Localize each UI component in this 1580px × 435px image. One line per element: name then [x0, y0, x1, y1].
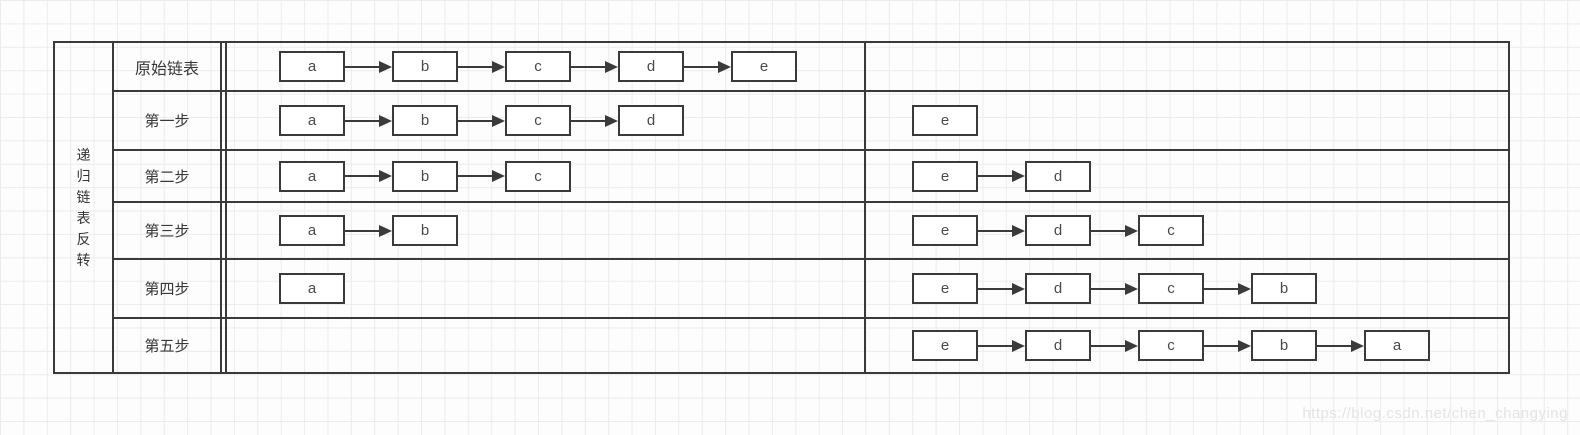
arrow-right-icon [978, 273, 1025, 304]
left-chain-cell: a b c [225, 151, 866, 201]
right-chain-cell [866, 43, 1508, 90]
left-chain-cell: a b c d [225, 92, 866, 149]
arrow-right-icon [1091, 273, 1138, 304]
row-label: 第五步 [114, 319, 222, 372]
node-box-d: d [618, 105, 684, 136]
node-box-e: e [912, 330, 978, 361]
node-box-e: e [731, 51, 797, 82]
node-box-d: d [1025, 273, 1091, 304]
watermark: https://blog.csdn.net/chen_changying [1302, 405, 1568, 422]
node-box-d: d [1025, 215, 1091, 246]
arrow-right-icon [345, 215, 392, 246]
arrow-right-icon [571, 105, 618, 136]
node-box-b: b [392, 160, 458, 192]
table-row: 第五步 e d c b a [114, 319, 1508, 372]
table-row: 第一步 a b c d e [114, 92, 1508, 151]
left-chain-cell: a b c d e [225, 43, 866, 90]
arrow-right-icon [1204, 273, 1251, 304]
arrow-right-icon [345, 51, 392, 82]
node-box-c: c [1138, 330, 1204, 361]
arrow-right-icon [458, 105, 505, 136]
node-box-c: c [505, 160, 571, 192]
node-box-e: e [912, 215, 978, 246]
node-box-a: a [1364, 330, 1430, 361]
node-box-d: d [1025, 160, 1091, 192]
node-box-e: e [912, 160, 978, 192]
arrow-right-icon [1317, 330, 1364, 361]
arrow-right-icon [684, 51, 731, 82]
row-label: 第三步 [114, 203, 222, 258]
table-row: 第四步 a e d c b [114, 260, 1508, 319]
left-chain-cell [225, 319, 866, 372]
node-box-d: d [618, 51, 684, 82]
arrow-right-icon [458, 161, 505, 192]
node-box-a: a [279, 273, 345, 304]
row-label: 原始链表 [114, 43, 222, 90]
node-box-d: d [1025, 330, 1091, 361]
arrow-right-icon [458, 51, 505, 82]
arrow-right-icon [1091, 330, 1138, 361]
arrow-right-icon [1204, 330, 1251, 361]
node-box-b: b [392, 215, 458, 246]
arrow-right-icon [345, 161, 392, 192]
side-header-cell: 递 归 链 表 反 转 [55, 43, 114, 372]
arrow-right-icon [978, 330, 1025, 361]
arrow-right-icon [571, 51, 618, 82]
node-box-b: b [1251, 273, 1317, 304]
right-chain-cell: e [866, 92, 1508, 149]
node-box-e: e [912, 105, 978, 136]
arrow-right-icon [978, 215, 1025, 246]
arrow-right-icon [1091, 215, 1138, 246]
node-box-a: a [279, 160, 345, 192]
arrow-right-icon [978, 161, 1025, 192]
node-box-c: c [505, 105, 571, 136]
node-box-a: a [279, 51, 345, 82]
node-box-c: c [1138, 273, 1204, 304]
node-box-a: a [279, 215, 345, 246]
node-box-e: e [912, 273, 978, 304]
node-box-b: b [392, 51, 458, 82]
arrow-right-icon [345, 105, 392, 136]
left-chain-cell: a [225, 260, 866, 317]
side-label: 递 归 链 表 反 转 [76, 146, 91, 268]
node-box-a: a [279, 105, 345, 136]
node-box-b: b [1251, 330, 1317, 361]
node-box-b: b [392, 105, 458, 136]
table-row: 原始链表 a b c d e [114, 43, 1508, 92]
node-box-c: c [505, 51, 571, 82]
row-label: 第二步 [114, 151, 222, 201]
row-label: 第四步 [114, 260, 222, 317]
node-box-c: c [1138, 215, 1204, 246]
row-label: 第一步 [114, 92, 222, 149]
